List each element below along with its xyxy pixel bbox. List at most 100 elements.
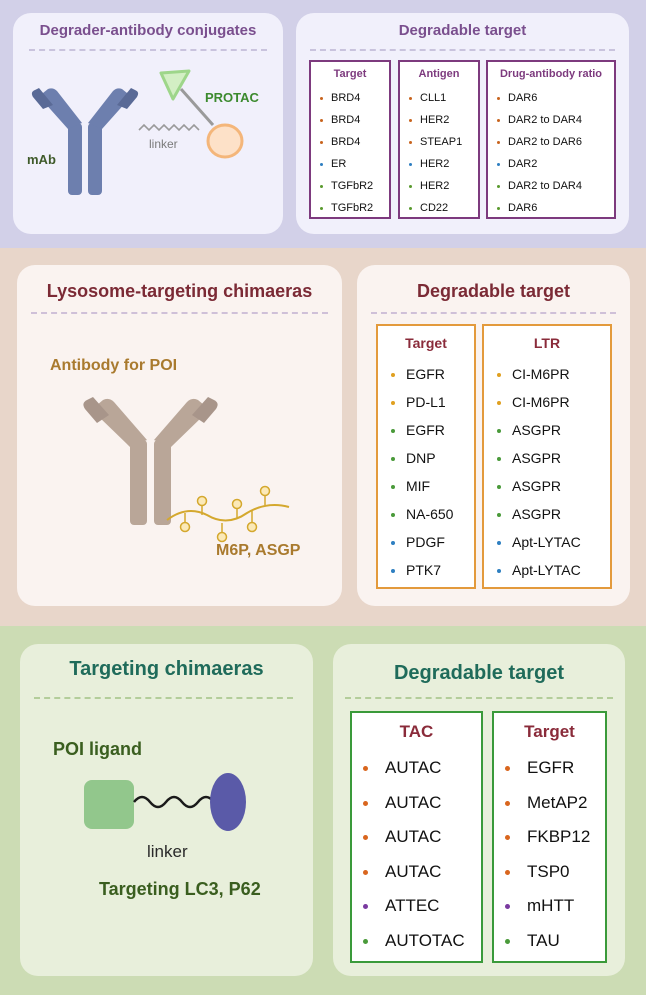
- list-item: EGFR: [406, 422, 445, 438]
- bullet-dot: [505, 766, 510, 771]
- list-item: STEAP1: [420, 136, 463, 148]
- mab-label: mAb: [27, 152, 56, 167]
- bullet-dot: [505, 869, 510, 875]
- list-item: ASGPR: [512, 450, 562, 466]
- dac-schematic-card: Degrader-antibody conjugates PROTAC link…: [13, 13, 283, 234]
- list-item: BRD4: [331, 114, 361, 126]
- bullet-dot: [391, 569, 395, 573]
- bullet-dot: [505, 800, 510, 806]
- bullet-dot: [497, 97, 500, 100]
- bullet-dot: [497, 141, 500, 144]
- bullet-dot: [320, 97, 323, 100]
- section-degrader-antibody-conjugates: Degrader-antibody conjugates PROTAC link…: [0, 0, 646, 248]
- linker-zigzag: [138, 123, 200, 132]
- list-header: Drug-antibody ratio: [499, 68, 603, 80]
- glycan-polymer-chain: [166, 504, 290, 522]
- list-item: TSP0: [527, 861, 570, 881]
- list-header: Target: [333, 68, 367, 80]
- bullet-dot: [497, 185, 500, 188]
- bullet-dot: [320, 141, 323, 144]
- list-item: TGFbR2: [331, 202, 374, 214]
- bullet-dot: [497, 513, 501, 517]
- list-item: PDGF: [406, 534, 445, 550]
- list-item: PTK7: [406, 562, 442, 578]
- tac-illustration: [84, 773, 246, 831]
- bullet-dot: [320, 163, 323, 166]
- bullet-dot: [391, 457, 395, 461]
- list-item: EGFR: [527, 758, 575, 777]
- bullet-dot: [391, 513, 395, 517]
- tac-linker-wave: [133, 795, 215, 809]
- section-targeting-chimaeras: Targeting chimaeras POI ligand linker Ta…: [0, 626, 646, 995]
- list-item: Apt-LYTAC: [512, 562, 581, 578]
- bullet-dot: [363, 800, 368, 806]
- list-item: EGFR: [406, 366, 445, 382]
- bullet-dot: [505, 835, 510, 841]
- list-item: TGFbR2: [331, 180, 374, 192]
- list-item: ASGPR: [512, 422, 562, 438]
- tac-schematic-card: Targeting chimaeras POI ligand linker Ta…: [20, 644, 313, 976]
- bullet-dot: [391, 541, 395, 545]
- tac-target-divider: [345, 697, 613, 699]
- bullet-dot: [497, 569, 501, 573]
- section-lysosome-targeting-chimaeras: Lysosome-targeting chimaeras Antibod: [0, 248, 646, 626]
- bullet-dot: [391, 401, 395, 405]
- bullet-dot: [363, 939, 368, 944]
- bullet-dot: [409, 119, 412, 122]
- targeting-lc3-p62-label: Targeting LC3, P62: [99, 879, 261, 899]
- list-item: CD22: [420, 202, 449, 214]
- bullet-dot: [497, 163, 500, 166]
- protac-stem: [179, 88, 215, 126]
- bullet-dot: [505, 904, 510, 910]
- bullet-dot: [497, 373, 501, 377]
- list-item: DAR2: [508, 158, 538, 170]
- list-item: HER2: [420, 180, 450, 192]
- antibody-for-poi-label: Antibody for POI: [50, 357, 178, 374]
- tac-target-title: Degradable target: [393, 662, 565, 684]
- list-item: CI-M6PR: [512, 394, 570, 410]
- glycan-pendants: [179, 485, 271, 543]
- protac-label: PROTAC: [205, 90, 259, 105]
- list-item: AUTAC: [385, 861, 442, 881]
- list-item: NA-650: [406, 506, 454, 522]
- protac-warhead-triangle: [159, 69, 191, 101]
- bullet-dot: [391, 485, 395, 489]
- list-item: mHTT: [527, 896, 575, 916]
- bullet-dot: [497, 207, 500, 210]
- list-item: ATTEC: [385, 896, 440, 916]
- e3-ligand-ellipse: [206, 123, 244, 159]
- list-header: LTR: [533, 335, 561, 351]
- mab-antibody-shape: [31, 88, 139, 195]
- dac-target-title: Degradable target: [398, 22, 527, 39]
- lytac-target-divider: [371, 312, 616, 314]
- lytac-title: Lysosome-targeting chimaeras: [46, 281, 313, 301]
- lc3-p62-ligand-ellipse: [210, 773, 246, 831]
- bullet-dot: [391, 429, 395, 433]
- bullet-dot: [409, 207, 412, 210]
- list-item: MetAP2: [527, 792, 588, 812]
- list-item: ER: [331, 158, 347, 170]
- list-item: AUTAC: [385, 792, 442, 812]
- lytac-target-title: Degradable target: [416, 281, 571, 301]
- list-item: MIF: [406, 478, 431, 494]
- bullet-dot: [363, 835, 368, 841]
- dac-divider: [29, 49, 267, 51]
- bullet-dot: [409, 97, 412, 100]
- bullet-dot: [409, 141, 412, 144]
- list-header: Antigen: [418, 68, 460, 80]
- lytac-divider: [31, 312, 328, 314]
- bullet-dot: [363, 869, 368, 875]
- list-item: BRD4: [331, 92, 361, 104]
- bullet-dot: [497, 401, 501, 405]
- list-item: HER2: [420, 158, 450, 170]
- tac-title: Targeting chimaeras: [69, 658, 264, 680]
- lytac-illustration: [83, 397, 290, 543]
- bullet-dot: [409, 185, 412, 188]
- list-item: CI-M6PR: [512, 366, 570, 382]
- poi-ligand-block: [84, 780, 134, 829]
- list-header: Target: [405, 335, 447, 351]
- list-item: AUTAC: [385, 827, 442, 847]
